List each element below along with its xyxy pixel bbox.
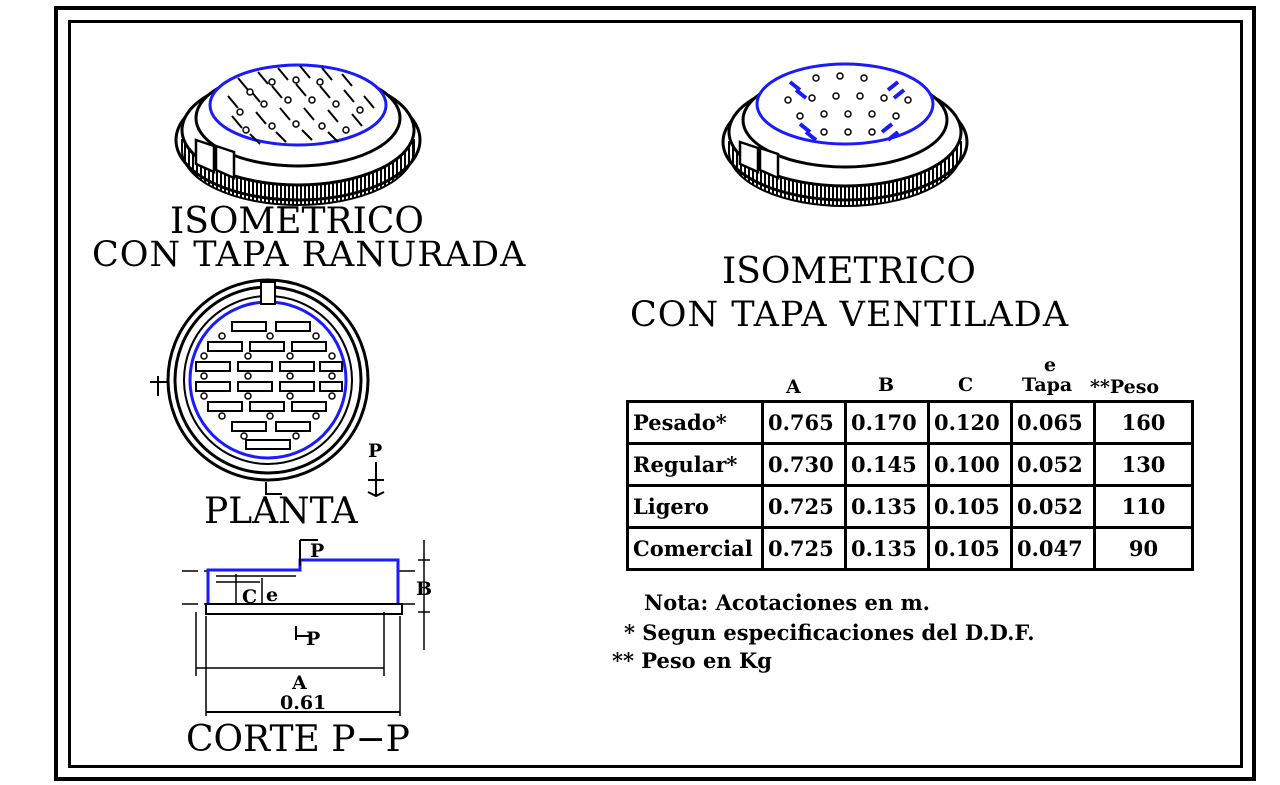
plan-cut-label-p: P [368,440,383,462]
cell-c: 0.105 [927,526,1013,571]
note-ddf: * Segun especificaciones del D.D.F. [624,620,1035,645]
section-title: CORTE P−P [186,719,410,760]
table-row: Regular* 0.730 0.145 0.100 0.052 130 [626,442,1194,487]
note-units: Nota: Acotaciones en m. [644,590,930,615]
dimension-label-b: B [416,578,433,600]
row-label: Regular* [626,442,764,487]
specs-table: Pesado* 0.765 0.170 0.120 0.065 160 Regu… [626,400,1194,571]
row-label: Ligero [626,484,764,529]
table-header-peso: **Peso [1090,376,1160,398]
cell-peso: 90 [1093,526,1194,571]
iso-slotted-cover-drawing [174,63,422,206]
cell-b: 0.135 [844,526,930,571]
section-cut-label-p-bottom: P [306,628,321,650]
cell-c: 0.105 [927,484,1013,529]
table-row: Comercial 0.725 0.135 0.105 0.047 90 [626,526,1194,571]
dimension-label-a: A [292,672,307,694]
table-header-c: C [958,374,974,396]
iso-ranurada-title-line1: ISOMETRICO [170,201,424,242]
table-header-b: B [878,374,895,396]
cell-e: 0.065 [1010,400,1096,445]
cell-peso: 160 [1093,400,1194,445]
cell-b: 0.170 [844,400,930,445]
drawing-border-outer [54,6,1256,781]
table-header-e: e [1044,354,1057,376]
cell-b: 0.135 [844,484,930,529]
dimension-value-a: 0.61 [280,692,327,714]
iso-ranurada-title-line2: CON TAPA RANURADA [92,235,527,275]
iso-ventilada-title-line1: ISOMETRICO [722,251,976,292]
plan-view-drawing [150,278,385,498]
cell-a: 0.725 [761,526,847,571]
section-view-drawing [182,539,430,716]
cell-a: 0.730 [761,442,847,487]
row-label: Comercial [626,526,764,571]
section-cut-label-p-top: P [310,540,325,562]
row-label: Pesado* [626,400,764,445]
drawing-border-inner [68,20,1243,768]
cell-e: 0.052 [1010,442,1096,487]
plan-title: PLANTA [204,491,358,532]
note-weight: ** Peso en Kg [612,648,772,673]
iso-ventilada-title-line2: CON TAPA VENTILADA [630,295,1070,335]
cell-e: 0.052 [1010,484,1096,529]
dimension-label-c: C [242,586,258,608]
table-row: Ligero 0.725 0.135 0.105 0.052 110 [626,484,1194,529]
cell-peso: 110 [1093,484,1194,529]
cell-e: 0.047 [1010,526,1096,571]
dimension-label-e: e [266,584,279,606]
cell-a: 0.765 [761,400,847,445]
cell-b: 0.145 [844,442,930,487]
iso-ventilated-cover-drawing [721,62,969,207]
table-header-tapa: Tapa [1022,374,1073,396]
cell-a: 0.725 [761,484,847,529]
cell-c: 0.120 [927,400,1013,445]
cell-peso: 130 [1093,442,1194,487]
cell-c: 0.100 [927,442,1013,487]
table-header-a: A [786,376,801,398]
table-row: Pesado* 0.765 0.170 0.120 0.065 160 [626,400,1194,445]
